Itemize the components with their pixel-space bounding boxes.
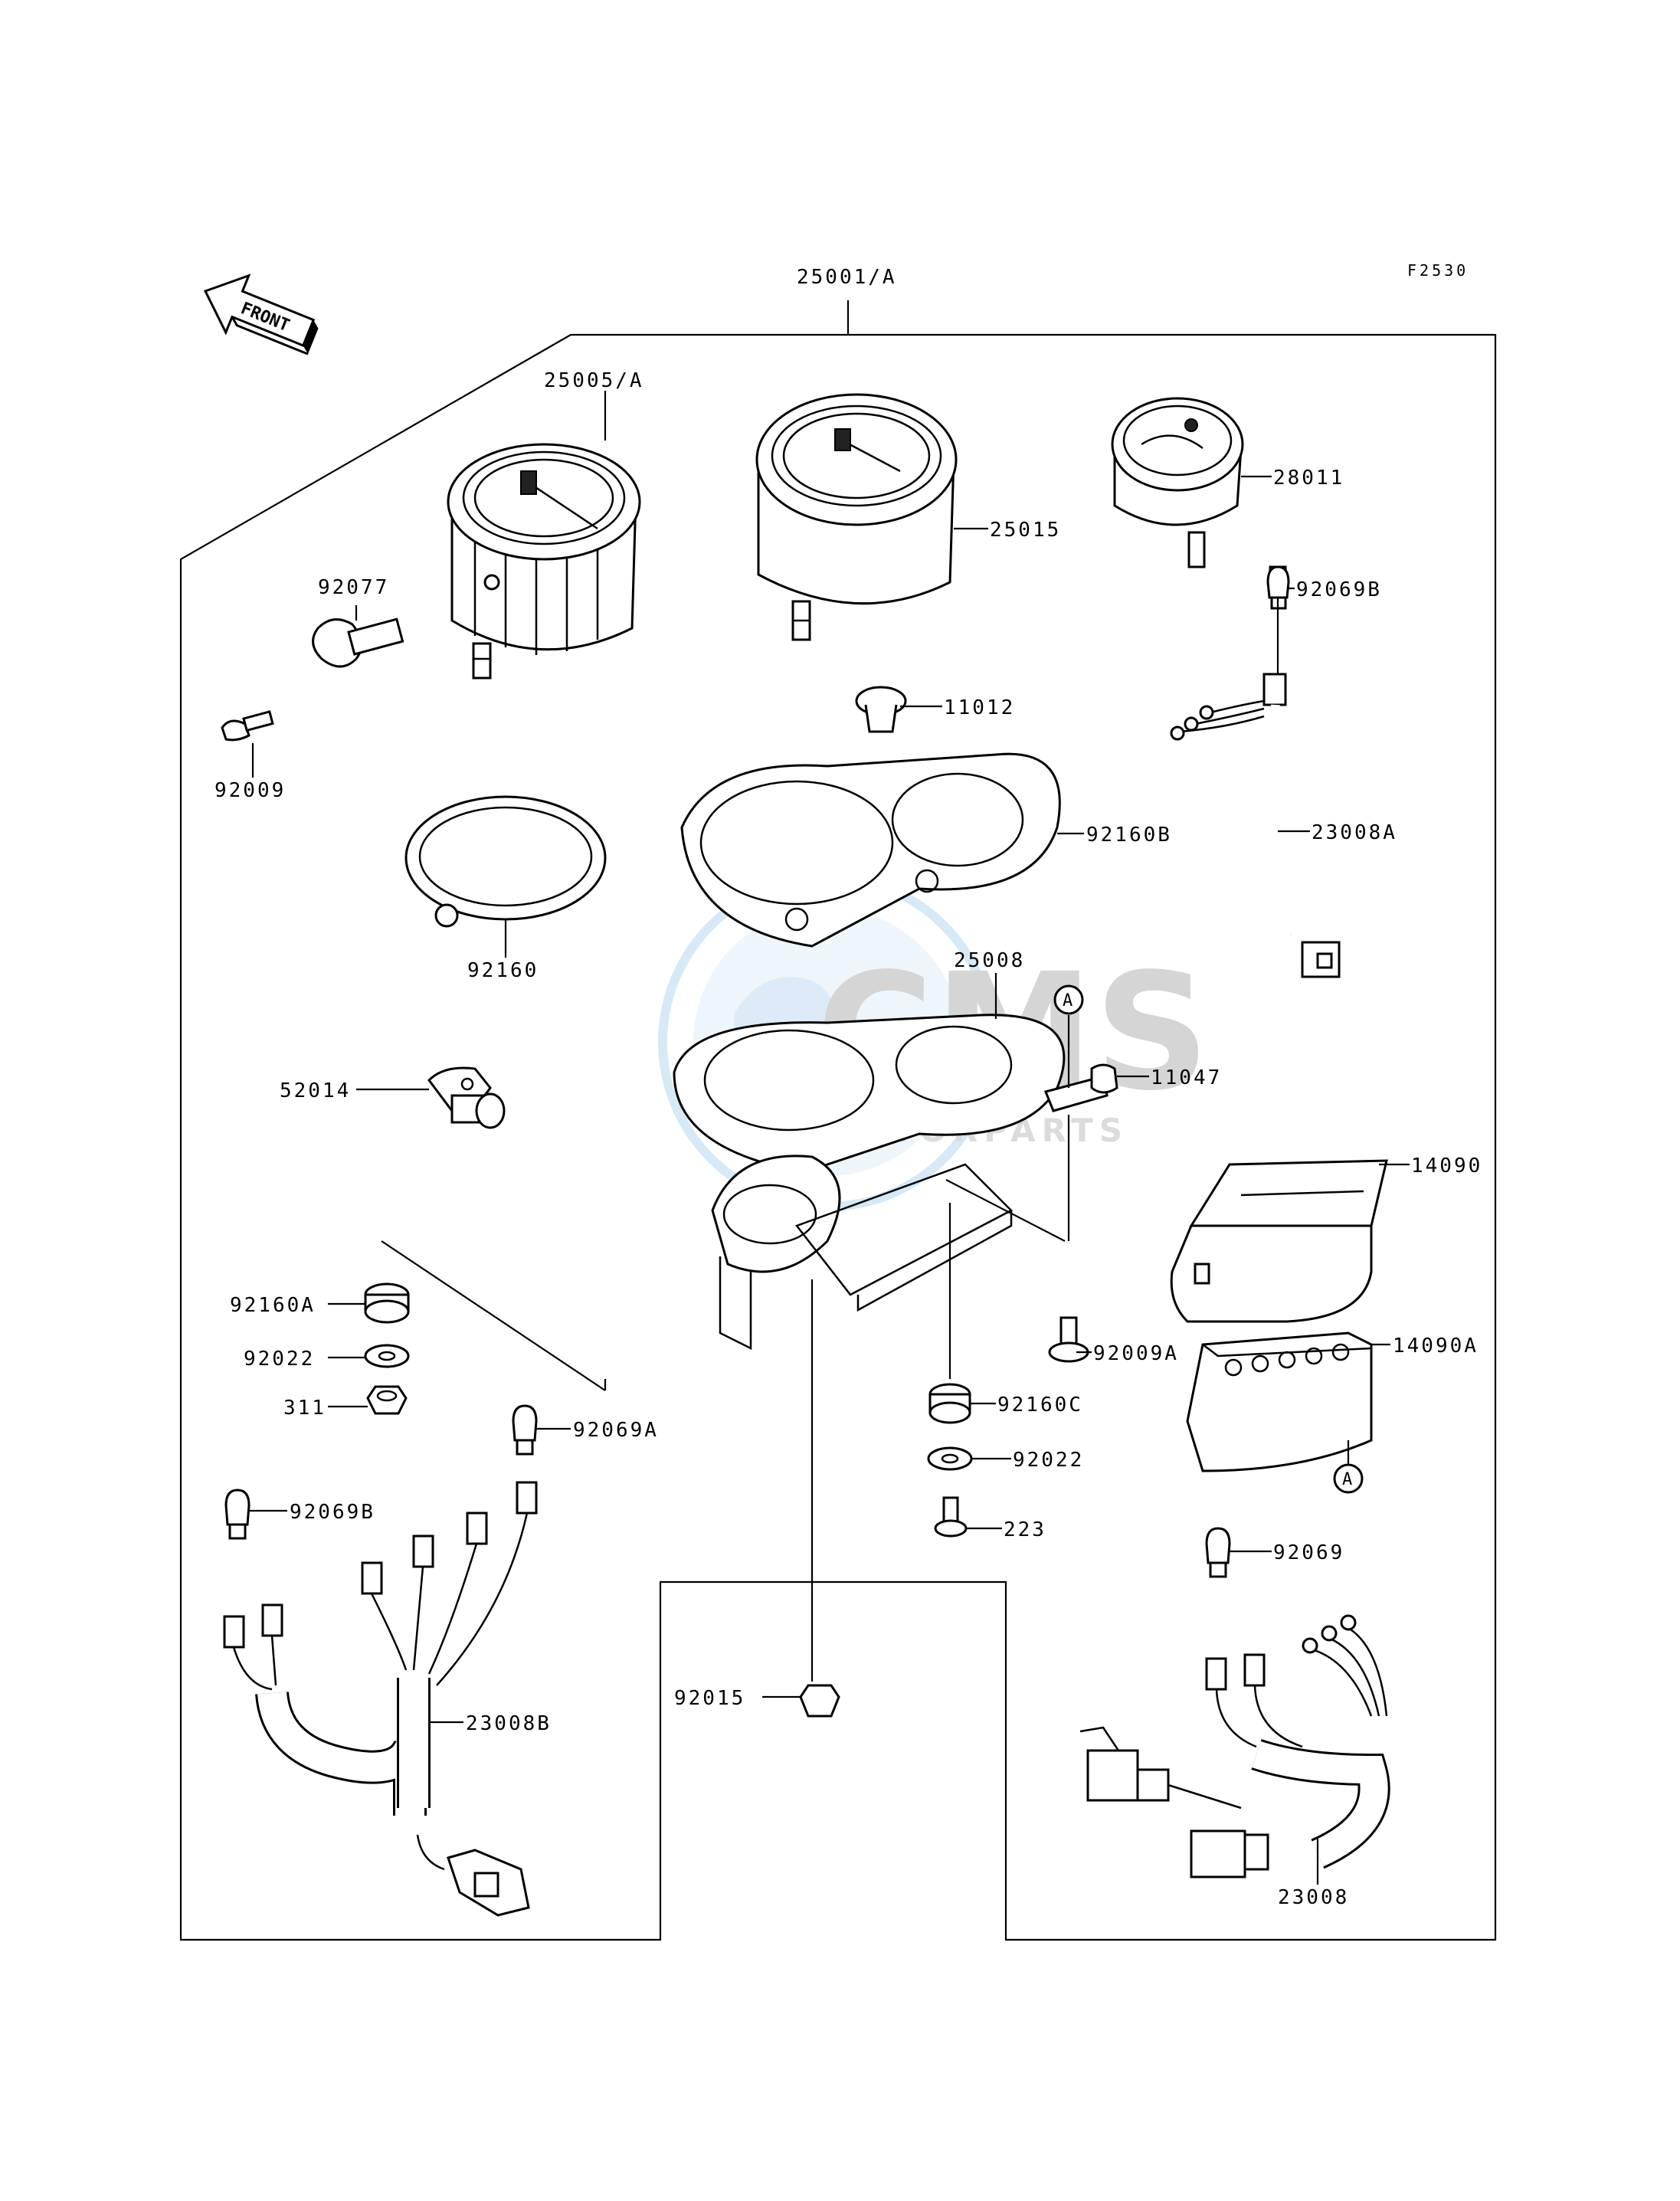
indicator-board-14090A: A <box>1186 1331 1373 1494</box>
harness-23008A <box>1170 565 1341 978</box>
harness-23008 <box>1079 1614 1390 1878</box>
screw-92009 <box>221 710 274 742</box>
nut-92015 <box>799 1684 840 1718</box>
callout-92160: 92160 <box>467 959 539 982</box>
meter-case-top <box>680 752 1061 948</box>
callout-311: 311 <box>283 1397 326 1420</box>
clip-11012 <box>855 686 907 811</box>
leader-lines <box>249 391 1410 1885</box>
sensor-52014 <box>427 1066 506 1129</box>
bulb-92069B-left <box>224 1489 251 1540</box>
callout-92022-right: 92022 <box>1013 1449 1084 1472</box>
washer-92022-left <box>364 1344 410 1368</box>
callout-28011: 28011 <box>1273 467 1344 490</box>
washer-92022-right <box>927 1446 973 1471</box>
grommet-92160A <box>364 1282 410 1324</box>
nut-311 <box>366 1385 408 1415</box>
tachometer <box>755 393 958 641</box>
speedometer <box>447 443 641 680</box>
cable-fitting <box>312 617 404 668</box>
callout-11047: 11047 <box>1151 1066 1222 1089</box>
callout-92069A: 92069A <box>573 1419 659 1442</box>
callout-25001A: 25001/A <box>797 266 897 289</box>
callout-92160C: 92160C <box>997 1394 1083 1417</box>
callout-92160A: 92160A <box>230 1294 316 1317</box>
callout-92069: 92069 <box>1273 1541 1344 1564</box>
callout-52014: 52014 <box>280 1079 351 1102</box>
callout-14090A: 14090A <box>1393 1335 1479 1358</box>
harness-23008B <box>223 1481 538 1917</box>
bulb-92069 <box>1205 1527 1231 1578</box>
callout-25005A: 25005/A <box>544 369 644 392</box>
bracket-11047: A <box>1043 984 1118 1241</box>
ref-mark-top: A <box>1063 991 1073 1010</box>
assembly-outline <box>179 333 1497 1941</box>
gasket-ring <box>404 795 607 928</box>
callout-25015: 25015 <box>990 519 1061 542</box>
ref-mark-bottom: A <box>1342 1470 1352 1489</box>
callout-92009A: 92009A <box>1093 1342 1179 1365</box>
meter-case-bottom <box>673 1014 1066 1351</box>
callout-labels: 25001/A 25005/A 25015 28011 92077 92009 … <box>215 266 1482 1909</box>
callout-14090: 14090 <box>1411 1155 1482 1177</box>
front-arrow-icon: FRONT <box>203 273 319 355</box>
callout-92077: 92077 <box>318 576 389 599</box>
callout-25008: 25008 <box>954 949 1025 972</box>
temperature-gauge <box>1111 397 1244 568</box>
callout-92015: 92015 <box>674 1687 745 1710</box>
callout-92069B-bottom: 92069B <box>290 1501 375 1524</box>
callout-23008A: 23008A <box>1312 821 1397 844</box>
callout-11012: 11012 <box>944 696 1015 719</box>
callout-92160B: 92160B <box>1086 824 1172 847</box>
callout-92009: 92009 <box>215 779 286 802</box>
callout-92022-left: 92022 <box>244 1348 315 1371</box>
indicator-housing-14090 <box>1170 1159 1388 1323</box>
callout-23008: 23008 <box>1278 1886 1349 1909</box>
figure-code: F2530 <box>1407 261 1469 280</box>
callout-92069B-top: 92069B <box>1296 578 1382 601</box>
bulb-92069A <box>512 1404 538 1456</box>
grommet-92160C <box>928 1383 971 1424</box>
screw-223 <box>934 1496 968 1538</box>
callout-23008B: 23008B <box>466 1712 552 1735</box>
callout-223: 223 <box>1004 1518 1046 1541</box>
screw-92009A <box>1048 1316 1089 1363</box>
